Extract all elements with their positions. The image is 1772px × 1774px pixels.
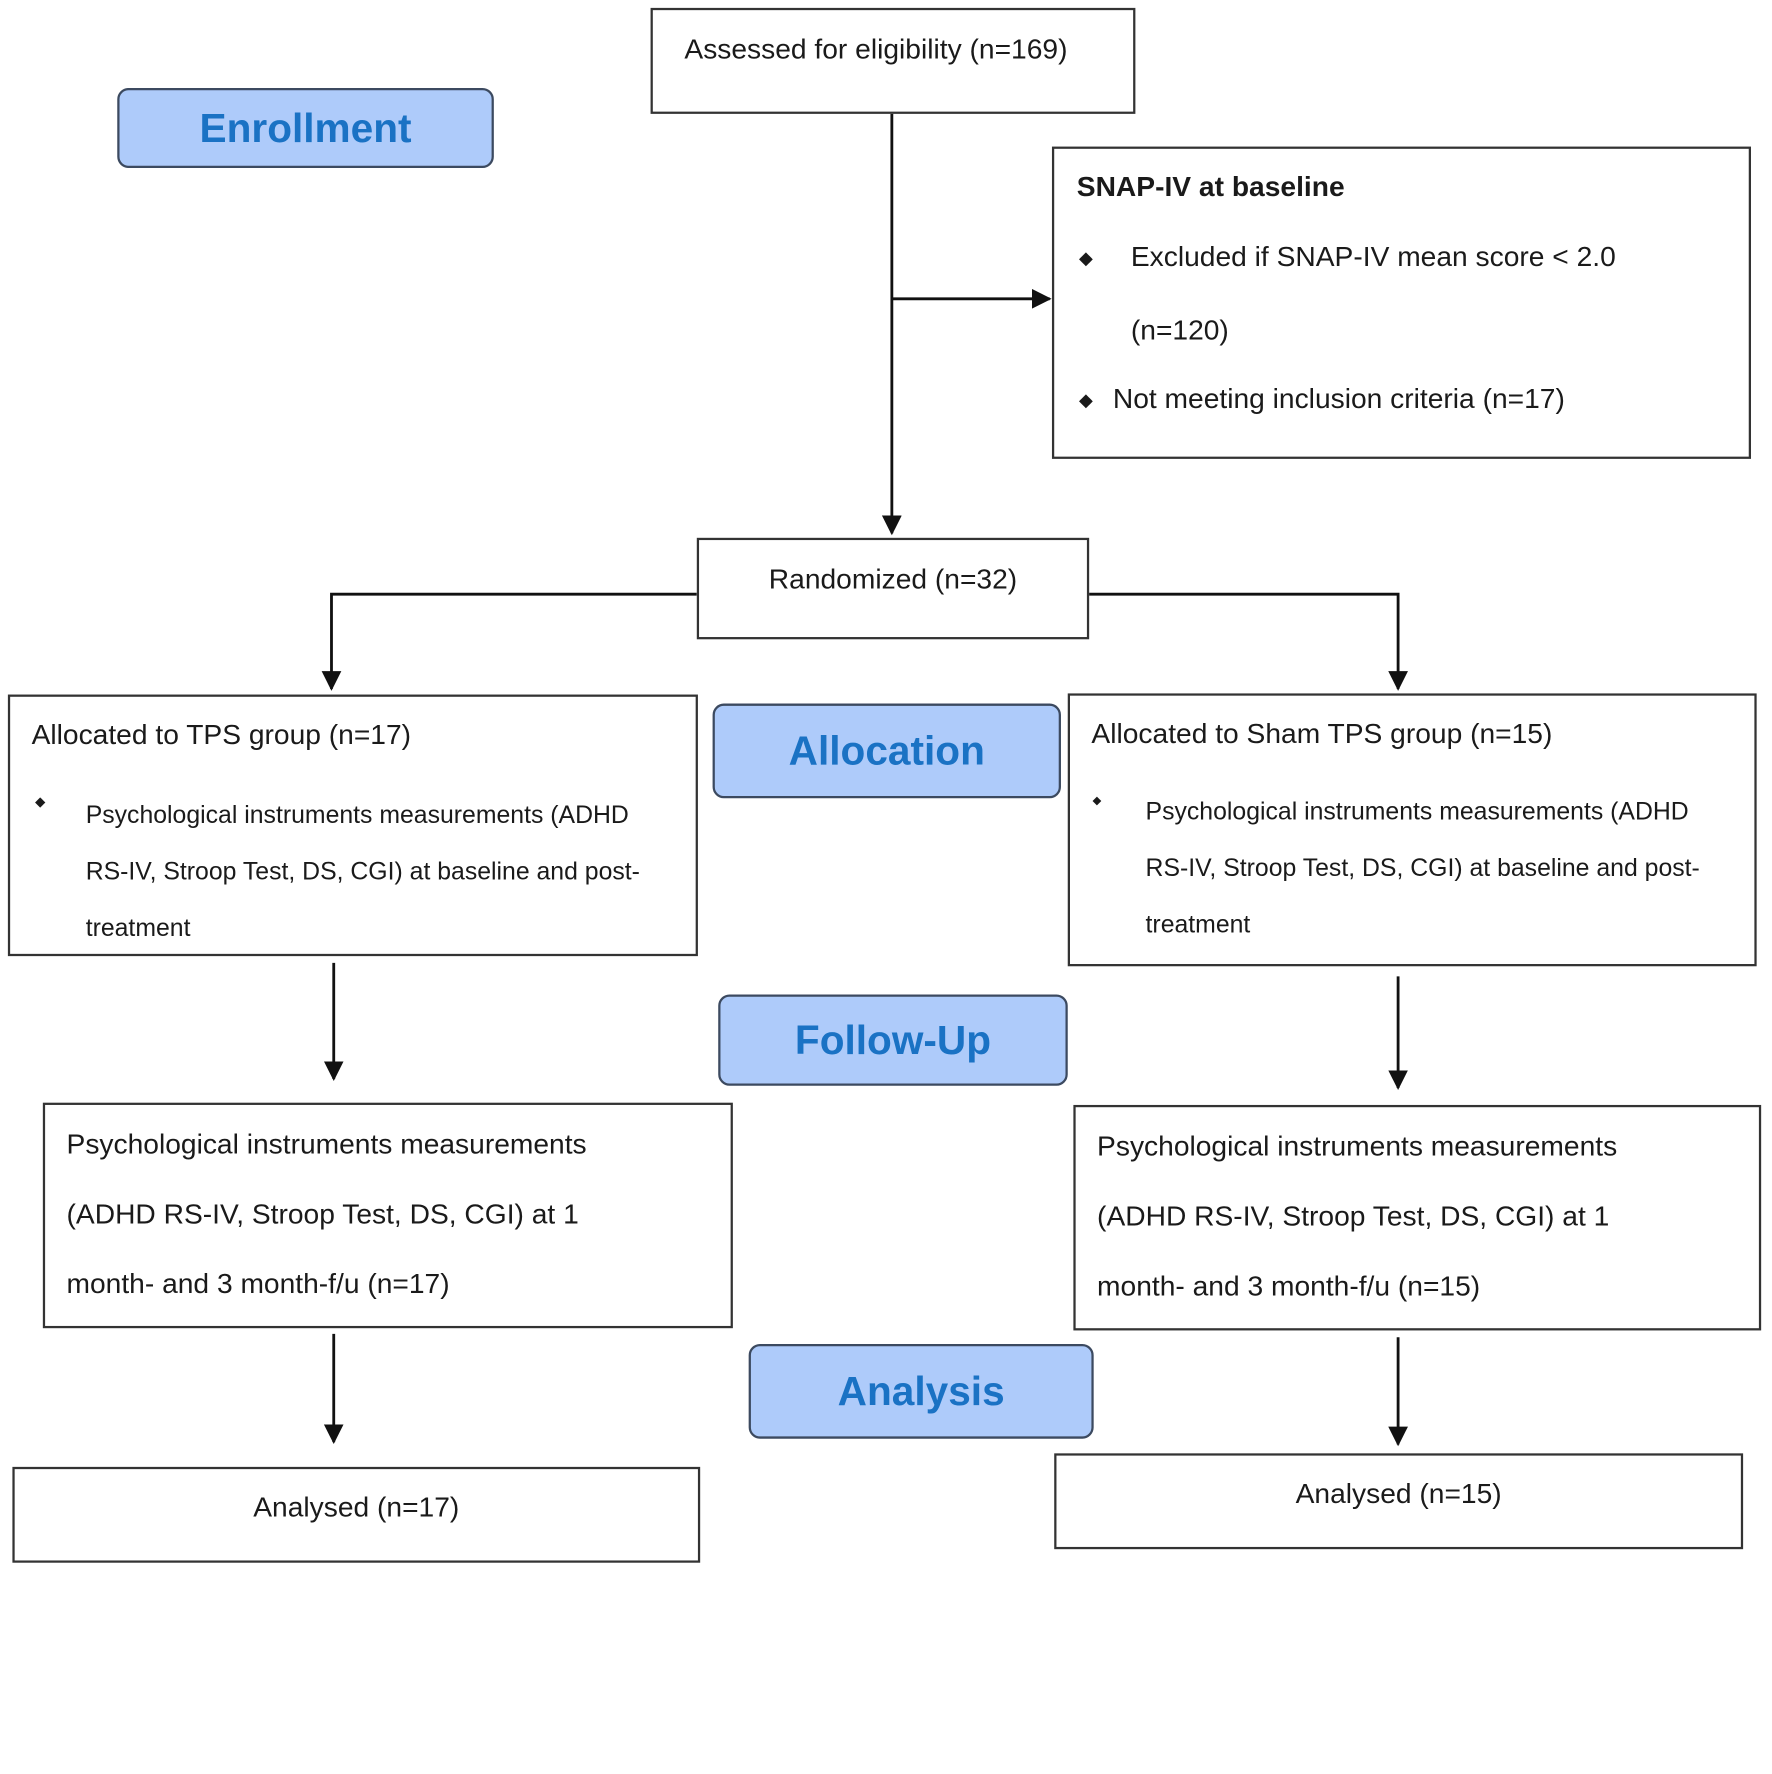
arrow-randomized-to-sham [1088,592,1408,691]
tps-followup-box: Psychological instruments measurements (… [42,1102,733,1329]
assessed-text: Assessed for eligibility (n=169) [684,33,1068,66]
sham-analysed-box: Analysed (n=15) [1054,1453,1744,1550]
followup-line: (ADHD RS-IV, Stroop Test, DS, CGI) at 1 [1097,1200,1610,1233]
tps-analysed-text: Analysed (n=17) [253,1491,460,1524]
exclusion-item-line2: (n=120) [1130,314,1229,347]
followup-line: month- and 3 month-f/u (n=17) [66,1268,450,1301]
tps-analysed-box: Analysed (n=17) [12,1466,701,1563]
sham-followup-text: Psychological instruments measurements (… [1097,1128,1617,1306]
detail-line: RS-IV, Stroop Test, DS, CGI) at baseline… [85,856,640,886]
stage-follow-up: Follow-Up [718,994,1068,1086]
stage-enrollment: Enrollment [117,87,494,168]
randomized-text: Randomized (n=32) [768,563,1018,595]
followup-line: Psychological instruments measurements [1097,1130,1618,1163]
exclusion-item: ◆ Not meeting inclusion criteria (n=17) [1077,383,1738,416]
detail-line: treatment [1145,909,1251,939]
exclusion-item-line1: Excluded if SNAP-IV mean score < 2.0 [1130,241,1616,273]
tps-allocation-box: Allocated to TPS group (n=17) ◆ Psycholo… [7,694,698,957]
exclusion-item-line1: Not meeting inclusion criteria (n=17) [1112,383,1565,415]
sham-alloc-detail: Psychological instruments measurements (… [1146,784,1700,953]
stage-allocation: Allocation [712,703,1061,799]
bullet-icon: ◆ [1079,391,1093,411]
followup-line: month- and 3 month-f/u (n=15) [1097,1270,1481,1303]
followup-line: (ADHD RS-IV, Stroop Test, DS, CGI) at 1 [66,1198,579,1231]
sham-followup-box: Psychological instruments measurements (… [1073,1104,1762,1331]
sham-allocation-box: Allocated to Sham TPS group (n=15) ◆ Psy… [1067,693,1757,967]
followup-line: Psychological instruments measurements [66,1128,587,1161]
assessed-box: Assessed for eligibility (n=169) [650,7,1136,114]
detail-line: RS-IV, Stroop Test, DS, CGI) at baseline… [1145,853,1700,882]
bullet-icon: ◆ [1092,794,1102,808]
detail-line: Psychological instruments measurements (… [85,800,629,829]
connector-lines [321,112,1408,1447]
stage-analysis: Analysis [748,1343,1094,1439]
exclusion-title: SNAP-IV at baseline [1076,171,1345,203]
bullet-icon: ◆ [1079,249,1093,269]
detail-line: Psychological instruments measurements (… [1145,797,1689,826]
tps-alloc-detail: Psychological instruments measurements (… [86,787,640,956]
sham-analysed-text: Analysed (n=15) [1295,1478,1502,1510]
tps-allocated-title: Allocated to TPS group (n=17) [31,719,412,751]
detail-line: treatment [85,913,191,942]
exclusion-item: ◆ Excluded if SNAP-IV mean score < 2.0 (… [1077,241,1738,347]
randomized-box: Randomized (n=32) [696,537,1090,640]
exclusion-box: SNAP-IV at baseline ◆ Excluded if SNAP-I… [1051,146,1752,459]
bullet-icon: ◆ [34,793,46,810]
tps-followup-text: Psychological instruments measurements (… [67,1125,587,1303]
arrow-randomized-to-tps [321,592,697,691]
sham-allocated-title: Allocated to Sham TPS group (n=15) [1091,718,1553,750]
